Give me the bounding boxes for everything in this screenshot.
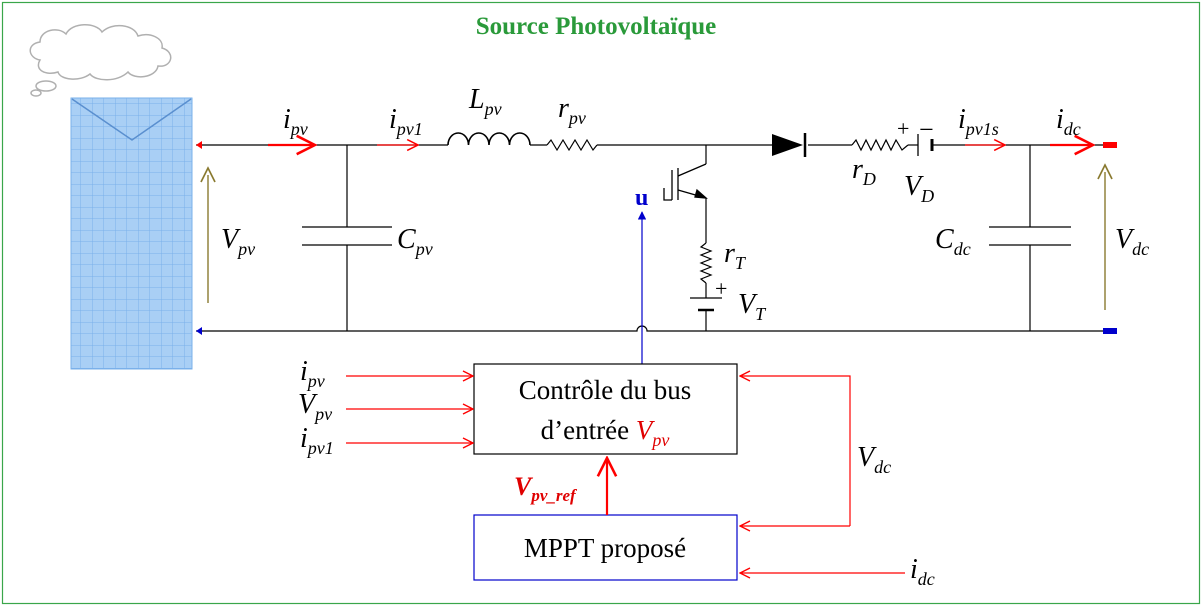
label-lpv: Lpv xyxy=(468,84,502,119)
igbt-switch-icon xyxy=(663,163,708,201)
label-ctrl-idc: idc xyxy=(910,554,935,589)
capacitor-cpv-icon xyxy=(302,226,392,246)
label-vt-plus: + xyxy=(715,276,727,301)
label-idc: idc xyxy=(1056,104,1081,139)
power-wires xyxy=(196,144,1104,332)
label-ipv: ipv xyxy=(283,104,308,139)
label-u: u xyxy=(635,185,648,211)
control-block-line1: Contrôle du bus xyxy=(519,375,692,405)
label-ctrl-vpv: Vpv xyxy=(298,389,332,424)
label-vd-minus: − xyxy=(919,115,934,144)
label-vd-plus: + xyxy=(897,116,909,141)
label-rt: rT xyxy=(724,238,747,273)
solar-panel-icon xyxy=(70,97,193,370)
label-ipv1s: ipv1s xyxy=(958,104,999,139)
inductor-icon xyxy=(447,132,531,146)
capacitor-cdc-icon xyxy=(989,226,1071,246)
diagram-title: Source Photovoltaïque xyxy=(476,13,717,40)
label-vpv-ref: Vpv_ref xyxy=(514,472,578,505)
diode-icon xyxy=(772,133,807,157)
control-block-line2: d’entrée Vpv xyxy=(541,415,670,450)
voltage-source-vd-icon xyxy=(917,134,934,156)
label-vdc: Vdc xyxy=(1115,224,1149,259)
control-block xyxy=(473,363,738,455)
label-rd: rD xyxy=(852,154,876,189)
label-ctrl-ipv1: ipv1 xyxy=(300,423,334,458)
label-ctrl-ipv: ipv xyxy=(300,356,325,391)
label-ctrl-vdc: Vdc xyxy=(857,442,891,477)
label-cpv: Cpv xyxy=(397,224,433,259)
mppt-block xyxy=(473,514,738,581)
label-cdc: Cdc xyxy=(935,224,971,259)
label-vt: VT xyxy=(738,289,767,324)
resistor-rt-icon xyxy=(699,242,713,284)
terminal-markers xyxy=(196,141,1117,335)
label-vpv: Vpv xyxy=(221,224,255,259)
resistor-rd-icon xyxy=(851,138,909,152)
resistor-rpv-icon xyxy=(546,138,598,152)
label-ipv1: ipv1 xyxy=(389,104,423,139)
cloud-icon xyxy=(29,24,172,97)
control-signals xyxy=(346,376,905,573)
label-vd: VD xyxy=(904,171,934,206)
label-rpv: rpv xyxy=(558,93,586,128)
voltage-source-vt-icon xyxy=(690,297,722,312)
mppt-block-label: MPPT proposé xyxy=(524,533,686,563)
